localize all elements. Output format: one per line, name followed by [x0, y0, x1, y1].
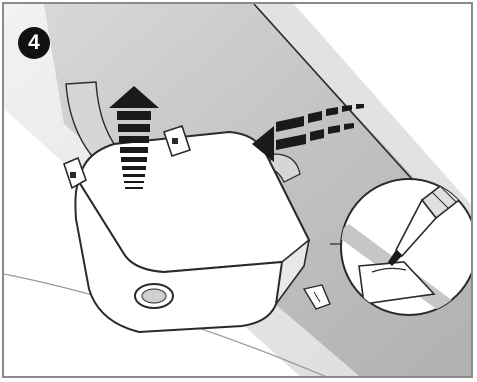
illustration-canvas	[4, 4, 473, 378]
step-number-badge: 4	[18, 27, 50, 59]
step-illustration-frame: 4	[2, 2, 473, 378]
